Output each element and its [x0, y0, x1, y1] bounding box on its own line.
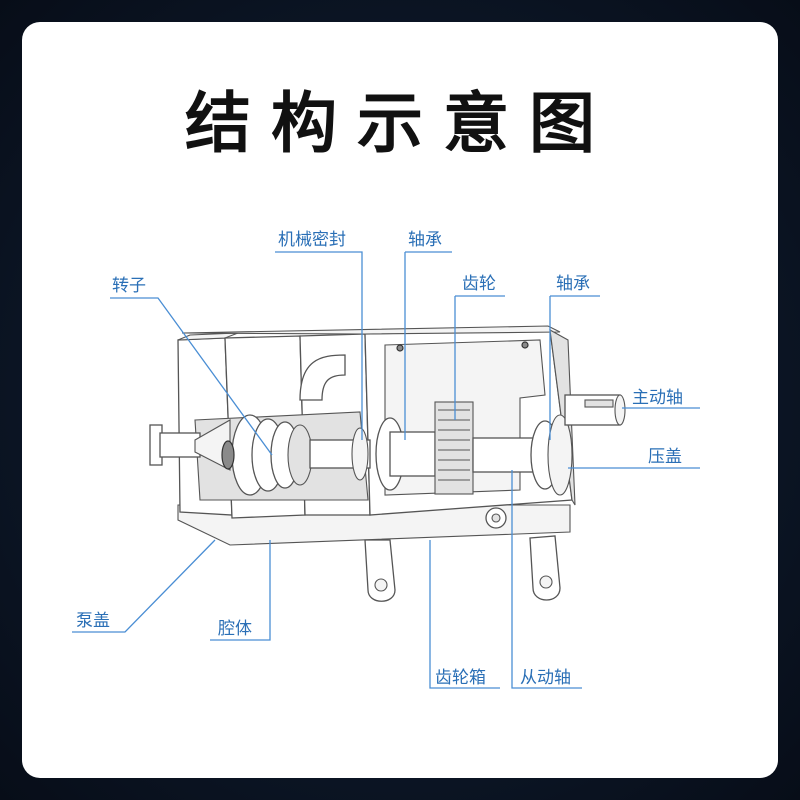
- label-gearbox: 齿轮箱: [435, 668, 486, 688]
- pump-drawing: [149, 325, 626, 602]
- foot-left-hole: [374, 578, 388, 592]
- label-pump-cover: 泵盖: [76, 611, 110, 631]
- label-cavity: 腔体: [218, 619, 252, 639]
- drive-shaft-keyway: [584, 399, 614, 408]
- gland-ring: [547, 414, 573, 496]
- label-gear: 齿轮: [462, 274, 496, 294]
- leader-lines: [72, 251, 700, 689]
- driven-shaft-body: [472, 437, 534, 473]
- foot-right-hole: [539, 575, 553, 589]
- inlet-elbow: [299, 354, 346, 401]
- drive-shaft-end: [614, 394, 626, 426]
- label-bearing-top: 轴承: [408, 230, 442, 250]
- window-screw-right: [521, 341, 529, 349]
- label-mechanical-seal: 机械密封: [278, 230, 346, 250]
- page-title: 结构示意图: [185, 85, 615, 162]
- housing-top-edge: [181, 325, 561, 335]
- rotor-disc-4: [287, 424, 313, 486]
- label-rotor: 转子: [112, 276, 146, 296]
- label-gland: 压盖: [648, 447, 682, 467]
- label-bearing-right: 轴承: [556, 274, 590, 294]
- foot-left: [364, 539, 396, 602]
- mechanical-seal-ring: [351, 427, 369, 481]
- inlet-cone: [194, 419, 231, 471]
- foot-right: [529, 535, 561, 601]
- drain-nut-hole: [491, 513, 501, 523]
- window-screw-left: [396, 344, 404, 352]
- rotor-hub: [221, 440, 235, 470]
- label-drive-shaft: 主动轴: [632, 388, 683, 408]
- label-driven-shaft: 从动轴: [520, 668, 571, 688]
- inlet-pipe: [159, 432, 201, 458]
- bearing-left-body: [389, 431, 436, 477]
